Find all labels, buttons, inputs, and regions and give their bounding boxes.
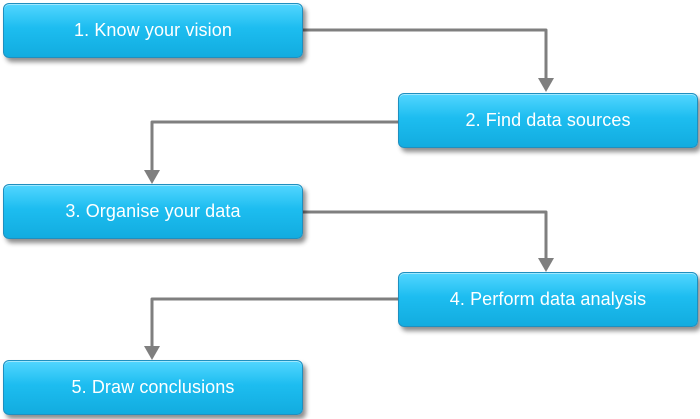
connector-1-to-2 [303,28,548,80]
step-label: 3. Organise your data [65,201,241,221]
step-box-organise-your-data: 3. Organise your data [3,184,303,239]
arrowhead-icon [144,170,160,184]
step-box-know-your-vision: 1. Know your vision [3,3,303,58]
step-label: 1. Know your vision [74,20,232,40]
step-box-perform-data-analysis: 4. Perform data analysis [398,272,698,327]
connector-2-to-3 [150,120,398,172]
step-label: 4. Perform data analysis [449,289,647,309]
step-label: 5. Draw conclusions [71,377,235,397]
arrowhead-icon [538,78,554,92]
arrowhead-icon [144,346,160,360]
connector-4-to-5 [150,297,398,347]
arrowhead-icon [538,258,554,272]
step-label: 2. Find data sources [465,110,631,130]
step-box-find-data-sources: 2. Find data sources [398,93,698,148]
step-box-draw-conclusions: 5. Draw conclusions [3,360,303,415]
connector-3-to-4 [303,210,548,259]
